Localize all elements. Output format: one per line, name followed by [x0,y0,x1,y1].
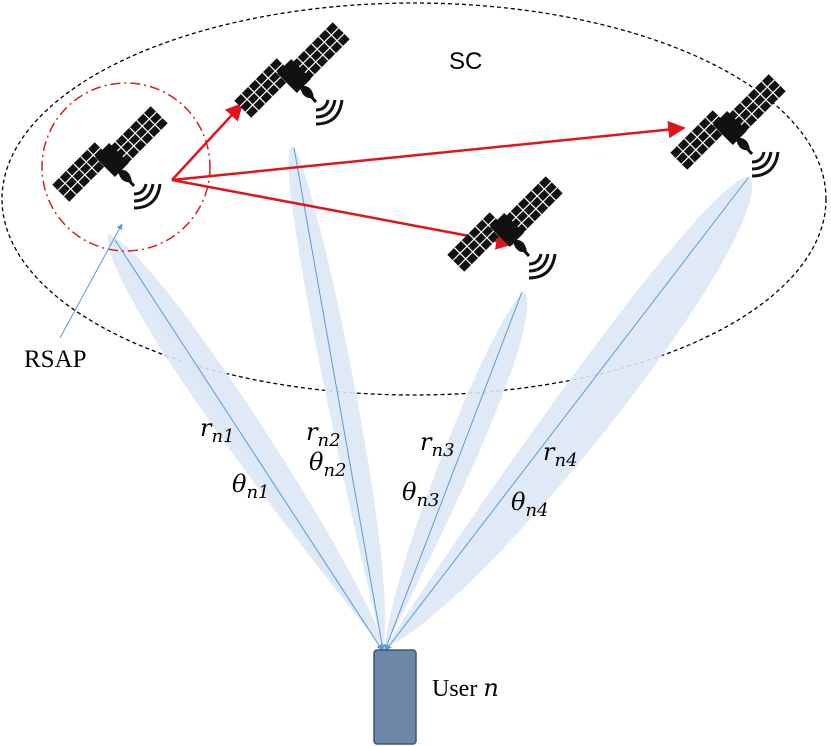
distance-label-4: rn4 [543,438,578,471]
beam-line-1 [114,239,383,651]
user-label-index: n [483,674,499,702]
beam-line-4 [385,177,749,651]
rsap-circle [41,82,211,252]
satellite-icon [232,20,352,126]
angle-label-3: θn3 [402,478,440,511]
isl-arrow-3 [171,120,686,182]
rsap-label: RSAP [24,346,87,373]
user-device-icon [373,649,417,745]
satellite-icon [668,72,788,178]
sc-label: SC [449,48,483,75]
distance-label-3: rn3 [420,428,455,461]
beam-line-3 [384,291,523,651]
beam-lobe-3 [385,292,528,648]
beam-line-2 [293,147,386,651]
beam-lobe-2 [288,146,386,648]
beam-lobes [107,146,753,648]
distance-label-1: rn1 [200,414,235,447]
angle-label-1: θn1 [232,470,270,503]
satellite-icon [50,104,170,210]
user-label: User n [432,674,499,703]
isl-arrow-2 [171,178,514,250]
angle-label-2: θn2 [309,448,347,481]
distance-label-2: rn2 [306,418,341,451]
sc-cluster-boundary [1,2,827,396]
satellite-icon [445,174,565,280]
angle-label-4: θn4 [511,488,549,521]
user-label-text: User [432,676,484,702]
rsap-pointer-arrow [59,223,123,339]
isl-arrow-1 [171,102,244,181]
